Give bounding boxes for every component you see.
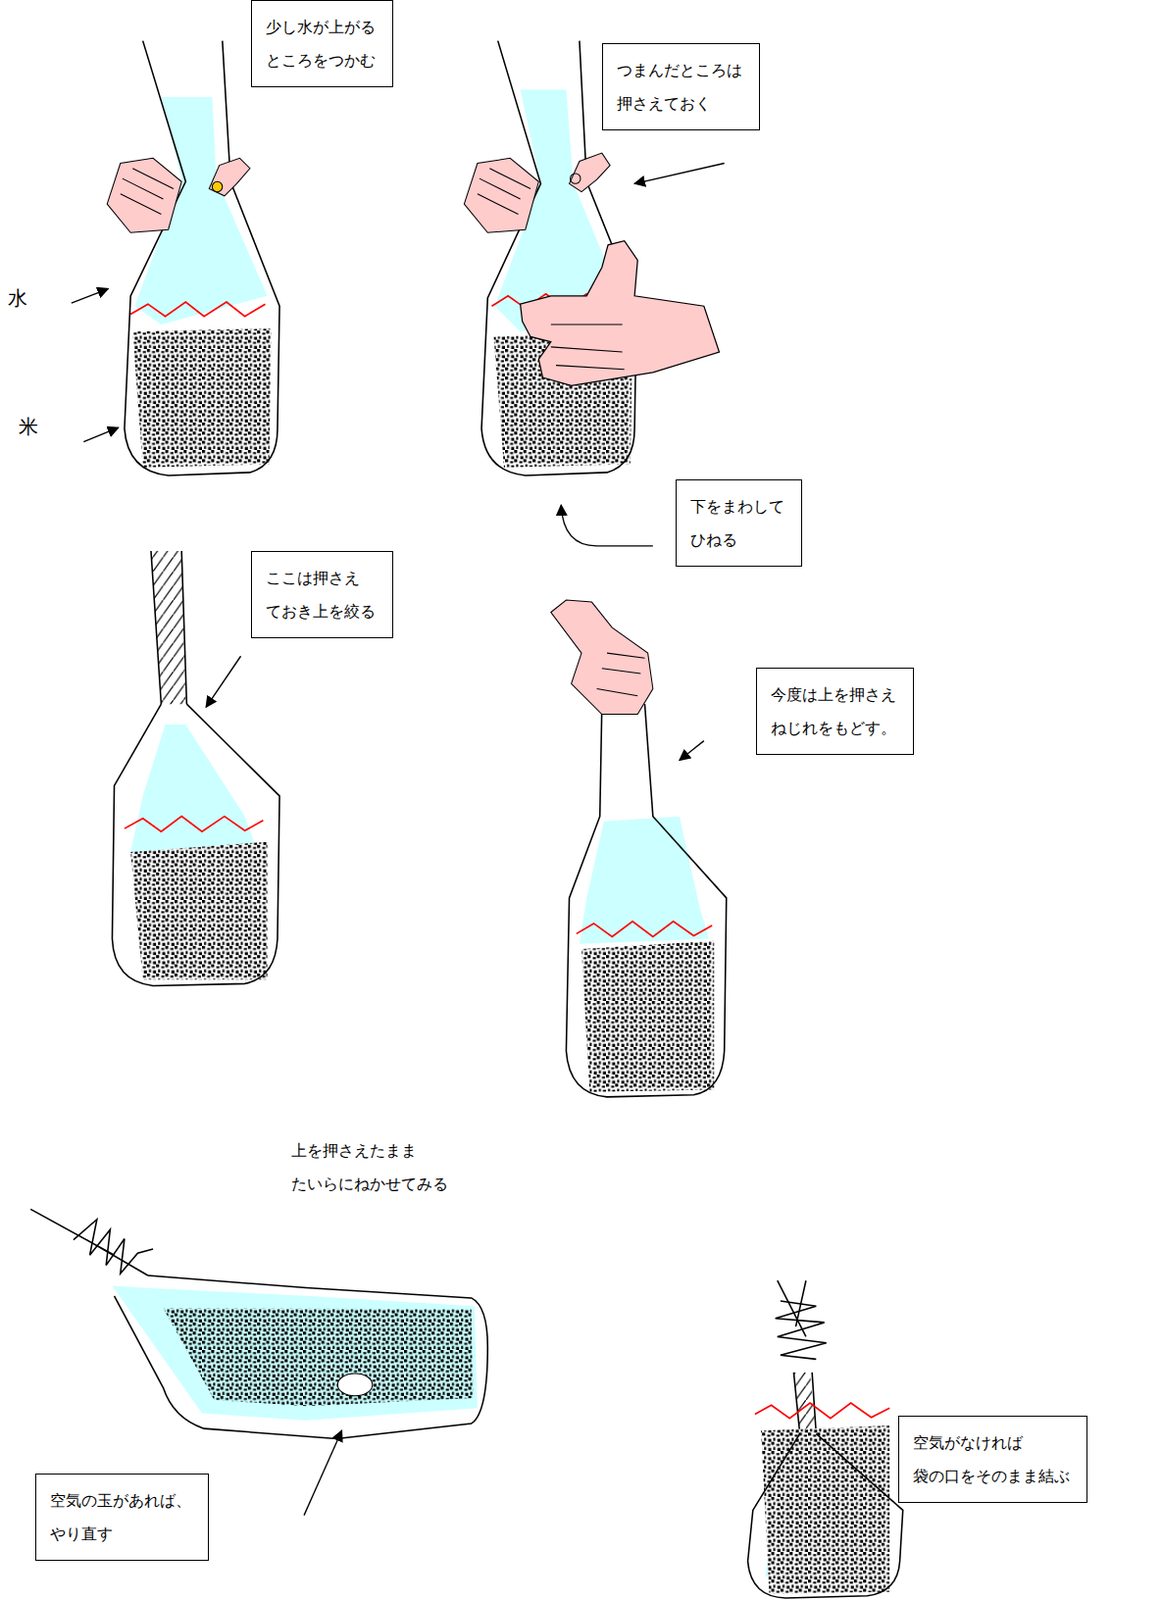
callout-text: 空気がなければ 袋の口をそのまま結ぶ: [912, 1426, 1073, 1493]
callout-text: ここは押さえ ておき上を絞る: [265, 561, 379, 628]
callout-box: 今度は上を押さえ ねじれをもどす。: [756, 667, 914, 756]
bag-4: [551, 600, 727, 1098]
callout-text: つまんだところは 押さえておく: [616, 53, 746, 120]
callout-box: 空気の玉があれば、 やり直す: [35, 1473, 209, 1562]
callout-box: 空気がなければ 袋の口をそのまま結ぶ: [898, 1415, 1088, 1504]
callout-text: 下をまわして ひねる: [690, 490, 788, 556]
callout-text: 空気の玉があれば、 やり直す: [50, 1484, 195, 1551]
callout-box: 少し水が上がる ところをつかむ: [251, 0, 394, 88]
bag-5: [30, 1209, 488, 1516]
callout-box: 下をまわして ひねる: [675, 479, 803, 567]
callout-text: 今度は上を押さえ ねじれをもどす。: [770, 678, 900, 745]
material-label: 米: [18, 405, 42, 448]
callout-box: つまんだところは 押さえておく: [602, 43, 760, 131]
material-label: 水: [7, 277, 31, 319]
note-text: 上を押さえたまま たいらにねかせてみる: [291, 1134, 452, 1201]
callout-text: 少し水が上がる ところをつかむ: [265, 10, 379, 77]
bag-6: [748, 1280, 904, 1600]
callout-box: ここは押さえ ておき上を絞る: [251, 551, 394, 639]
bag-1: [71, 41, 280, 476]
